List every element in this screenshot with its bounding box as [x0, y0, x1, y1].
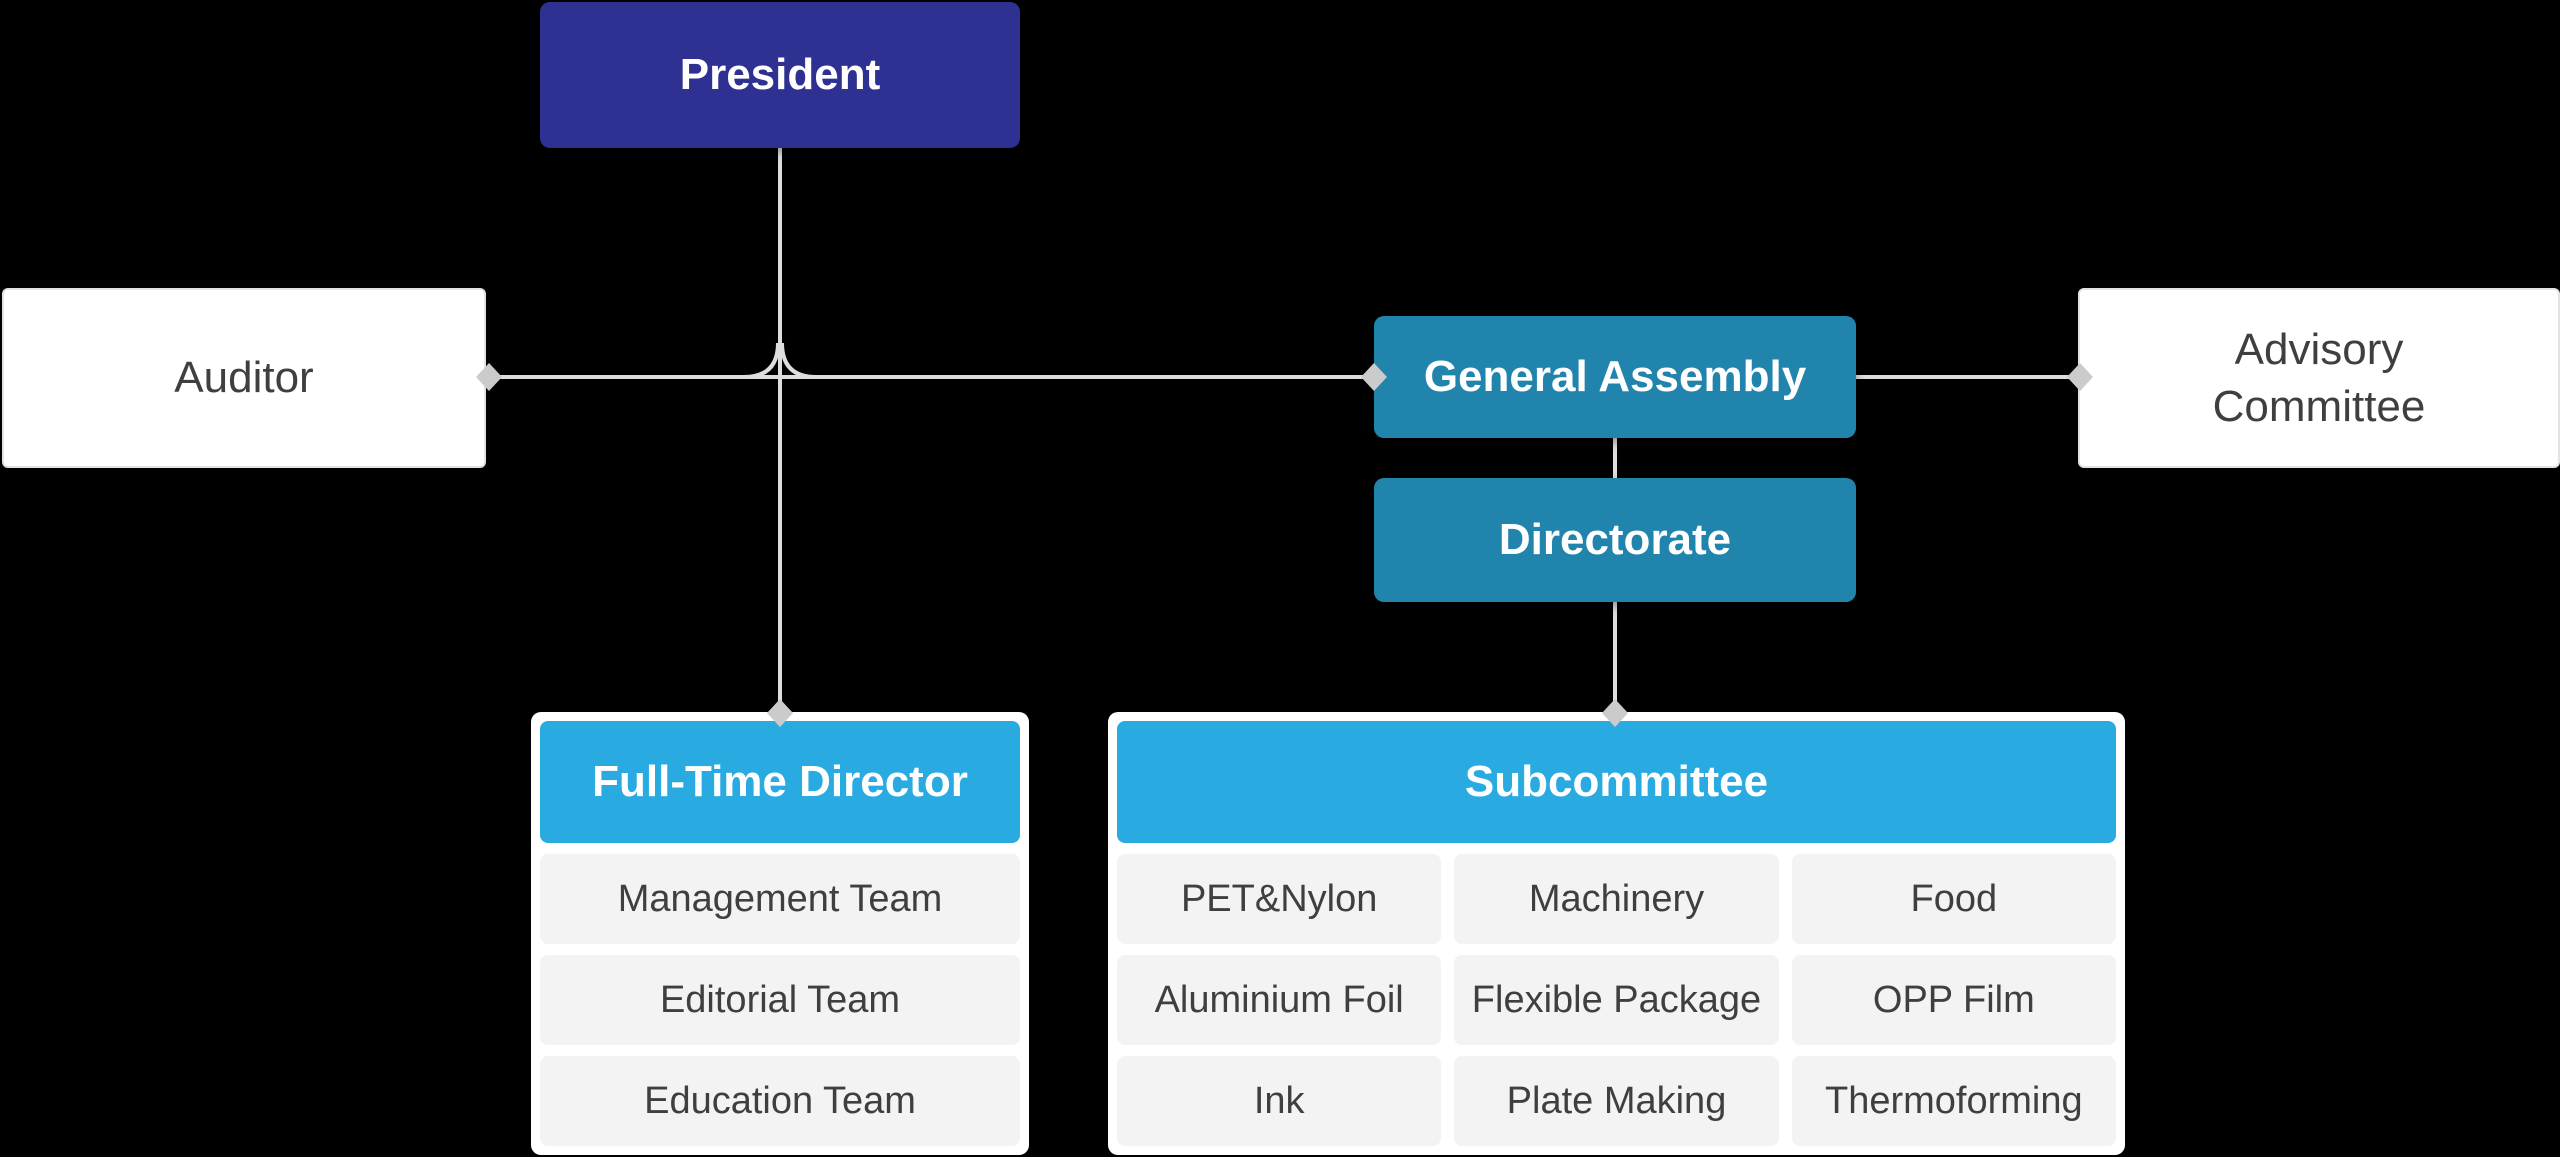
panel-header-subcommittee: Subcommittee [1117, 721, 2116, 843]
connector-fillet-left [743, 342, 780, 379]
node-auditor-label: Auditor [174, 353, 314, 403]
panel-subcommittee: Subcommittee PET&Nylon Machinery Food Al… [1108, 712, 2125, 1155]
node-general-assembly-label: General Assembly [1423, 352, 1807, 401]
grid-cell: Flexible Package [1454, 955, 1779, 1045]
grid-cell: Plate Making [1454, 1056, 1779, 1146]
subcommittee-title: Subcommittee [1464, 757, 1769, 806]
node-general-assembly: General Assembly [1374, 316, 1856, 438]
node-advisory-committee: Advisory Committee [2078, 288, 2560, 468]
grid-cell: Ink [1117, 1056, 1442, 1146]
grid-cell: Food [1791, 854, 2116, 944]
node-directorate-label: Directorate [1498, 515, 1732, 564]
subcommittee-grid: PET&Nylon Machinery Food Aluminium Foil … [1117, 854, 2116, 1146]
grid-cell: OPP Film [1791, 955, 2116, 1045]
diamond-icon [1602, 699, 1628, 727]
connector-fillet-right [780, 342, 817, 379]
node-advisory-committee-label: Advisory Committee [2212, 324, 2426, 431]
node-auditor: Auditor [2, 288, 486, 468]
diamond-icon [2067, 363, 2093, 391]
panel-full-time-director: Full-Time Director Management Team Edito… [531, 712, 1029, 1155]
panel-header-full-time-director: Full-Time Director [540, 721, 1020, 843]
diamond-icon [767, 699, 793, 727]
diamond-icon [476, 363, 502, 391]
list-item: Education Team [540, 1056, 1020, 1146]
grid-cell: PET&Nylon [1117, 854, 1442, 944]
grid-cell: Thermoforming [1791, 1056, 2116, 1146]
node-president-label: President [679, 50, 881, 99]
list-item: Management Team [540, 854, 1020, 944]
list-item: Editorial Team [540, 955, 1020, 1045]
full-time-director-title: Full-Time Director [592, 757, 968, 806]
node-directorate: Directorate [1374, 478, 1856, 602]
full-time-director-list: Management Team Editorial Team Education… [540, 854, 1020, 1146]
diamond-icon [1361, 363, 1387, 391]
grid-cell: Aluminium Foil [1117, 955, 1442, 1045]
node-president: President [540, 2, 1020, 148]
grid-cell: Machinery [1454, 854, 1779, 944]
